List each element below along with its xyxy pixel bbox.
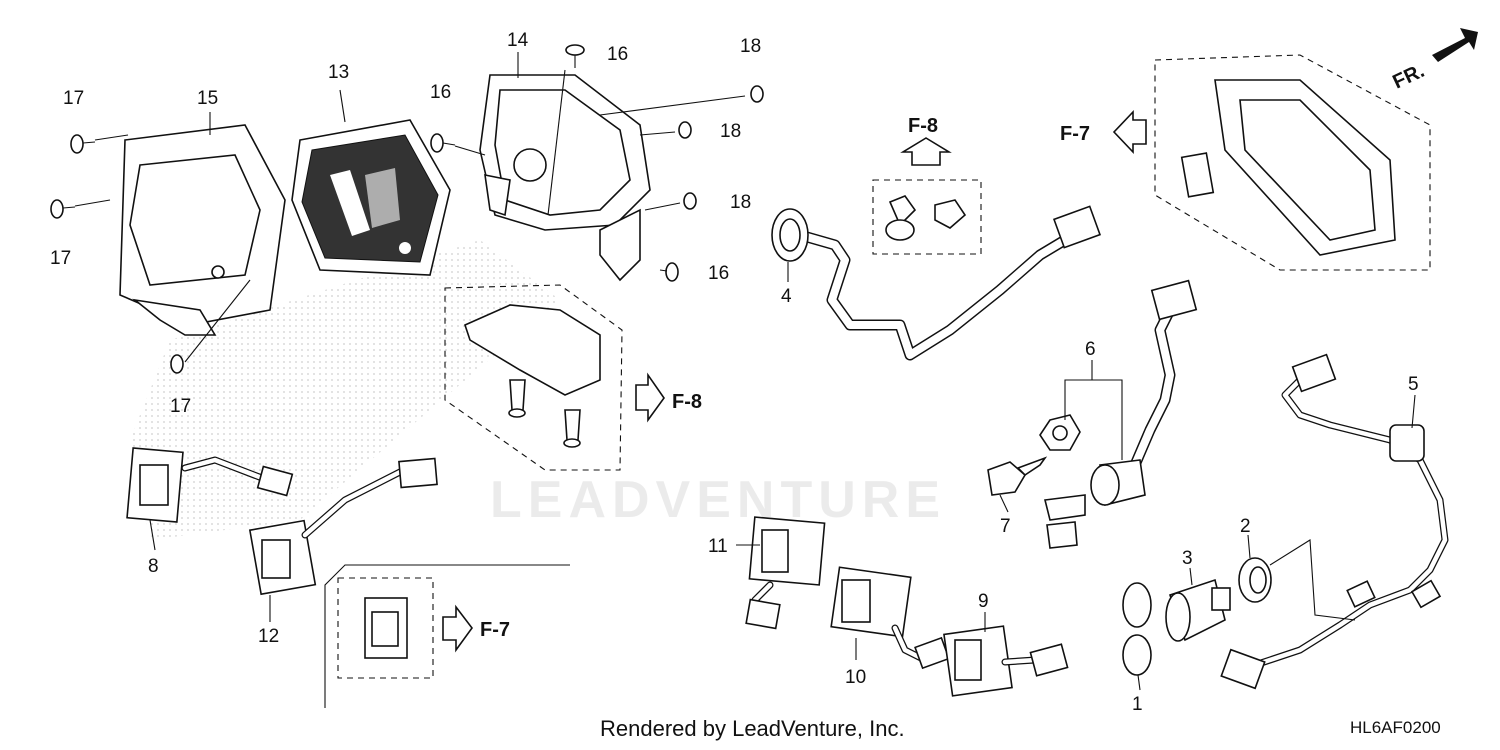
part-7-key[interactable] bbox=[987, 456, 1048, 496]
f8-arrow-mid bbox=[635, 372, 665, 423]
callout-7: 7 bbox=[1000, 516, 1011, 537]
callout-10: 10 bbox=[845, 667, 866, 688]
f7-left-arrow bbox=[1112, 109, 1147, 155]
callout-18-low: 18 bbox=[730, 192, 751, 213]
callout-16-left: 16 bbox=[430, 82, 451, 103]
part-13-meter[interactable] bbox=[291, 119, 451, 276]
leader-5 bbox=[1411, 394, 1416, 429]
leader-6-bracket bbox=[1064, 379, 1123, 460]
part-1-cap[interactable] bbox=[1122, 582, 1152, 676]
callout-14: 14 bbox=[507, 30, 529, 51]
callout-2: 2 bbox=[1240, 516, 1251, 537]
screw-17-left[interactable] bbox=[50, 199, 76, 219]
screw-18-low[interactable] bbox=[683, 192, 697, 210]
screw-16-left[interactable] bbox=[430, 133, 456, 153]
callout-17-top: 17 bbox=[63, 88, 84, 109]
callout-16-top: 16 bbox=[607, 44, 628, 65]
switch-panel[interactable] bbox=[1180, 79, 1396, 256]
ref-f7-top[interactable]: F-7 bbox=[1060, 123, 1090, 145]
callout-8: 8 bbox=[148, 556, 159, 577]
leader-8 bbox=[149, 519, 156, 551]
leader-2 bbox=[1247, 534, 1251, 559]
screw-17-top[interactable] bbox=[70, 134, 96, 154]
f7-bottom-box bbox=[337, 577, 434, 679]
ref-f8-mid[interactable]: F-8 bbox=[672, 391, 702, 413]
part-3-socket[interactable] bbox=[1165, 578, 1231, 642]
ref-f7-bottom[interactable]: F-7 bbox=[480, 619, 510, 641]
screw-18-top[interactable] bbox=[750, 85, 764, 103]
callout-15: 15 bbox=[197, 88, 218, 109]
bottom-switch[interactable] bbox=[364, 597, 408, 659]
part-6-ignition-harness[interactable] bbox=[1039, 279, 1198, 549]
diagram-code: HL6AF0200 bbox=[1350, 718, 1441, 737]
f7-arrow-bottom bbox=[442, 604, 473, 653]
leader-2-bracket bbox=[1269, 539, 1356, 621]
callout-5: 5 bbox=[1408, 374, 1419, 395]
ref-f8-top[interactable]: F-8 bbox=[908, 115, 938, 137]
front-arrow bbox=[1432, 28, 1478, 62]
footer-credit: Rendered by LeadVenture, Inc. bbox=[600, 716, 905, 741]
part-14-bracket[interactable] bbox=[479, 74, 651, 282]
screw-18-mid[interactable] bbox=[678, 121, 692, 139]
callout-6: 6 bbox=[1085, 339, 1096, 360]
f8-up-arrow bbox=[900, 137, 952, 166]
part-5-harness[interactable] bbox=[1220, 353, 1449, 690]
callout-9: 9 bbox=[978, 591, 989, 612]
screw-16-top[interactable] bbox=[565, 44, 585, 68]
part-9-switch[interactable] bbox=[943, 625, 1069, 697]
part-10-switch[interactable] bbox=[830, 566, 950, 670]
part-8-switch[interactable] bbox=[126, 447, 294, 523]
callout-17-left: 17 bbox=[50, 248, 71, 269]
screw-16-right[interactable] bbox=[659, 262, 679, 282]
f8-top-box bbox=[872, 179, 982, 255]
part-12-switch[interactable] bbox=[248, 457, 438, 596]
clip-items[interactable] bbox=[885, 195, 967, 241]
part-11-switch[interactable] bbox=[745, 516, 826, 630]
callout-4: 4 bbox=[781, 286, 792, 307]
part-2-nut[interactable] bbox=[1238, 557, 1272, 603]
callout-11: 11 bbox=[708, 536, 728, 557]
leader-7 bbox=[999, 494, 1009, 513]
leader-lines-meter bbox=[74, 52, 746, 363]
watermark-text: LEADVENTURE bbox=[490, 471, 947, 529]
callout-18-mid: 18 bbox=[720, 121, 741, 142]
front-label: FR. bbox=[1389, 60, 1427, 94]
f7-top-box bbox=[1154, 54, 1431, 271]
part-4-harness[interactable] bbox=[771, 205, 1102, 361]
sub-bracket[interactable] bbox=[464, 304, 601, 448]
callout-17-bottom: 17 bbox=[170, 396, 191, 417]
callout-13: 13 bbox=[328, 62, 349, 83]
screw-17-bottom[interactable] bbox=[170, 354, 184, 374]
part-15-meter-case[interactable] bbox=[119, 124, 286, 336]
callout-16-right: 16 bbox=[708, 263, 729, 284]
callout-18-top: 18 bbox=[740, 36, 761, 57]
f8-detail-box bbox=[444, 284, 623, 471]
leader-1 bbox=[1137, 674, 1141, 691]
callout-3: 3 bbox=[1182, 548, 1193, 569]
sub-frame bbox=[324, 564, 570, 708]
callout-1: 1 bbox=[1132, 694, 1143, 715]
callout-12: 12 bbox=[258, 626, 279, 647]
leader-3 bbox=[1189, 567, 1193, 586]
